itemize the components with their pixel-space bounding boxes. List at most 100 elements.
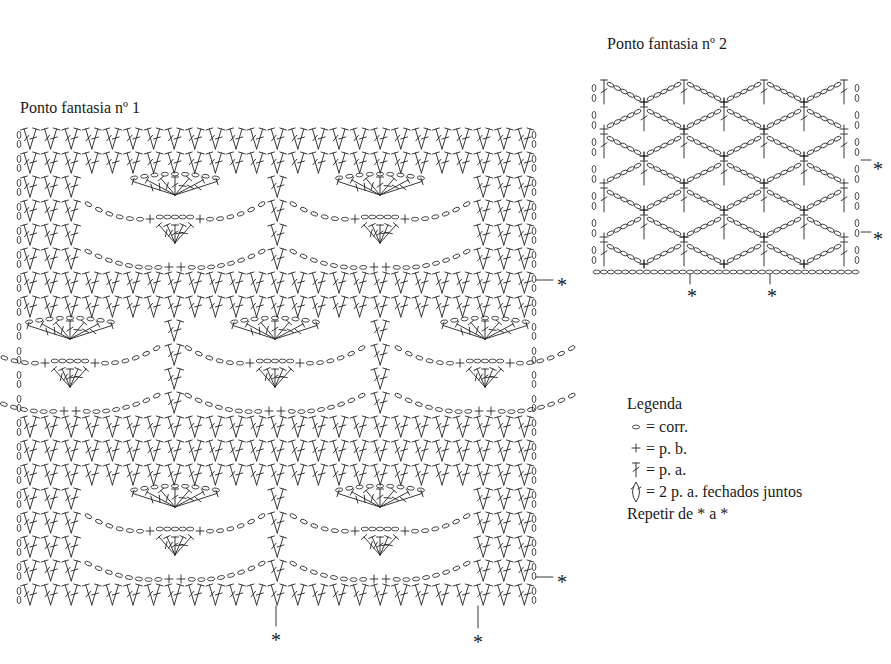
double-crochet-symbol <box>33 200 40 202</box>
double-crochet-symbol <box>51 417 57 437</box>
double-crochet-symbol <box>195 153 201 173</box>
double-crochet-symbol <box>286 320 291 325</box>
double-crochet-symbol <box>195 473 202 475</box>
double-crochet-symbol <box>494 512 501 514</box>
double-crochet-symbol <box>210 447 215 453</box>
double-crochet-symbol <box>30 489 36 509</box>
double-crochet-symbol <box>527 560 534 562</box>
double-crochet-symbol <box>66 471 71 477</box>
chain-symbol <box>532 467 536 474</box>
double-crochet-symbol <box>415 153 421 173</box>
double-crochet-symbol <box>436 153 442 173</box>
double-crochet-symbol <box>483 569 490 571</box>
double-crochet-symbol <box>275 321 276 339</box>
double-crochet-symbol <box>259 464 266 466</box>
chain-symbol <box>532 275 536 282</box>
double-crochet-symbol <box>66 207 71 213</box>
single-crochet-symbol <box>76 407 77 415</box>
double-crochet-symbol <box>486 224 493 226</box>
double-crochet-symbol <box>74 536 81 538</box>
double-crochet-symbol <box>371 464 378 466</box>
chain-symbol <box>532 476 536 483</box>
chain-symbol <box>532 131 536 138</box>
double-crochet-symbol <box>180 536 186 539</box>
double-crochet-symbol <box>168 297 174 317</box>
double-crochet-symbol <box>148 273 154 293</box>
double-crochet-symbol <box>312 465 318 485</box>
double-crochet-symbol <box>519 591 524 597</box>
double-crochet-symbol <box>527 512 534 514</box>
double-crochet-symbol <box>67 327 73 331</box>
single-crochet-symbol <box>281 407 282 415</box>
double-crochet-symbol <box>300 416 307 418</box>
double-crochet-symbol <box>415 273 421 293</box>
chain-symbol <box>320 573 328 579</box>
double-crochet-symbol <box>380 537 381 555</box>
double-crochet-symbol <box>115 296 122 298</box>
double-crochet-symbol <box>333 159 338 165</box>
double-crochet-symbol <box>424 416 431 418</box>
chain-symbol <box>340 577 348 582</box>
double-crochet-symbol <box>359 425 366 427</box>
double-crochet-symbol <box>33 440 40 442</box>
double-crochet-symbol <box>486 416 493 418</box>
double-crochet-symbol <box>153 593 160 595</box>
double-crochet-symbol <box>300 128 307 130</box>
double-crochet-symbol <box>380 489 381 507</box>
chain-symbol <box>11 358 19 363</box>
double-crochet-symbol <box>66 495 71 501</box>
double-crochet-symbol <box>339 137 346 139</box>
double-crochet-symbol <box>251 447 256 453</box>
double-crochet-symbol <box>504 585 510 605</box>
double-crochet-symbol <box>174 161 181 163</box>
double-crochet-symbol <box>259 369 275 387</box>
double-crochet-symbol <box>277 521 284 523</box>
double-crochet-symbol <box>277 585 283 605</box>
double-crochet-symbol <box>401 153 407 173</box>
double-crochet-symbol <box>127 279 132 285</box>
double-crochet-symbol <box>477 297 483 317</box>
double-crochet-symbol <box>45 159 50 165</box>
double-crochet-symbol <box>230 417 236 437</box>
double-crochet-symbol <box>30 137 37 139</box>
double-crochet-symbol <box>395 471 400 477</box>
chain-symbol <box>330 575 338 580</box>
double-crochet-symbol <box>504 161 511 163</box>
double-crochet-symbol <box>519 279 524 285</box>
double-crochet-symbol <box>280 272 287 274</box>
double-crochet-symbol <box>403 440 410 442</box>
double-crochet-symbol <box>453 584 460 586</box>
double-crochet-symbol <box>189 303 194 309</box>
chain-symbol <box>17 476 21 483</box>
chain-symbol <box>97 318 105 323</box>
double-crochet-symbol <box>133 129 139 149</box>
double-crochet-symbol <box>318 425 325 427</box>
double-crochet-symbol <box>504 473 511 475</box>
double-crochet-symbol <box>474 248 481 250</box>
double-crochet-symbol <box>232 322 234 329</box>
chain-symbol <box>56 316 63 320</box>
double-crochet-symbol <box>292 129 298 149</box>
chain-symbol <box>422 575 430 580</box>
double-crochet-symbol <box>74 416 81 418</box>
chain-symbol <box>237 569 245 575</box>
double-crochet-symbol <box>375 591 380 597</box>
double-crochet-symbol <box>483 545 490 547</box>
double-crochet-symbol <box>524 545 531 547</box>
double-crochet-symbol <box>94 440 101 442</box>
double-crochet-symbol <box>45 249 51 269</box>
double-crochet-symbol <box>280 584 287 586</box>
double-crochet-symbol <box>474 152 481 154</box>
double-crochet-symbol <box>361 535 366 540</box>
double-crochet-symbol <box>59 368 65 371</box>
double-crochet-symbol <box>71 537 77 557</box>
double-crochet-symbol <box>374 441 380 461</box>
double-crochet-symbol <box>524 161 531 163</box>
double-crochet-symbol <box>24 417 30 437</box>
double-crochet-symbol <box>127 273 133 293</box>
double-crochet-symbol <box>350 464 357 466</box>
double-crochet-symbol <box>156 535 161 540</box>
chain-symbol <box>17 395 21 402</box>
double-crochet-symbol <box>478 183 483 189</box>
chain-symbol <box>298 410 305 414</box>
